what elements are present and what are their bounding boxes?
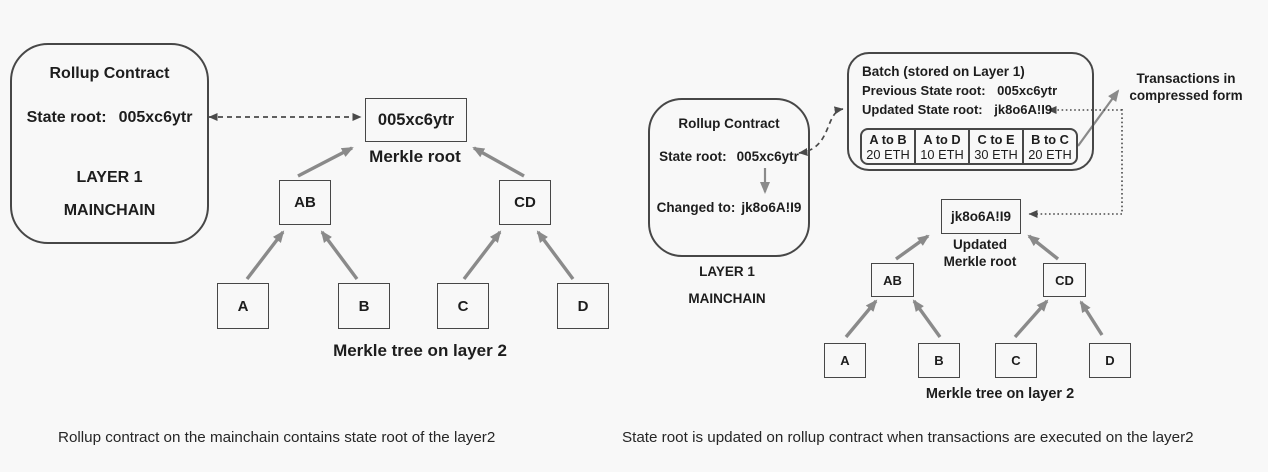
left-merkle-root-box: 005xc6ytr bbox=[365, 98, 467, 142]
updated-state-root-label: Updated State root: bbox=[862, 102, 983, 117]
arrow-right-a-to-ab bbox=[844, 299, 878, 339]
right-node-ab: AB bbox=[871, 263, 914, 297]
right-tree-caption: Merkle tree on layer 2 bbox=[925, 386, 1075, 402]
updated-label-line-1: Updated bbox=[953, 237, 1007, 252]
left-contract-title: Rollup Contract bbox=[49, 65, 170, 82]
right-bottom-caption: State root is updated on rollup contract… bbox=[622, 429, 1194, 446]
transaction-cell: C to E 30 ETH bbox=[968, 130, 1022, 163]
arrow-left-a-to-ab bbox=[245, 230, 285, 281]
left-merkle-root-label: Merkle root bbox=[369, 147, 461, 166]
changed-to-value: jk8o6A!I9 bbox=[741, 200, 802, 215]
left-node-b: B bbox=[338, 283, 390, 329]
arrow-left-b-to-ab bbox=[320, 230, 359, 281]
left-tree-caption: Merkle tree on layer 2 bbox=[333, 341, 507, 360]
left-node-a: A bbox=[217, 283, 269, 329]
transaction-amount: 20 ETH bbox=[1028, 146, 1072, 162]
transaction-pair: B to C bbox=[1031, 131, 1069, 147]
left-node-cd: CD bbox=[499, 180, 551, 225]
right-contract-state-root: State root: 005xc6ytr bbox=[650, 149, 808, 164]
arrow-right-c-to-cd bbox=[1013, 299, 1049, 339]
transaction-pair: A to B bbox=[869, 131, 907, 147]
compressed-transactions-note: Transactions in compressed form bbox=[1122, 70, 1250, 104]
batch-title: Batch (stored on Layer 1) bbox=[862, 64, 1025, 79]
transaction-cell: A to D 10 ETH bbox=[914, 130, 968, 163]
left-node-c: C bbox=[437, 283, 489, 329]
left-contract-state-root: State root: 005xc6ytr bbox=[12, 109, 207, 127]
right-layer-label: LAYER 1 bbox=[699, 264, 755, 279]
updated-label-line-2: Merkle root bbox=[943, 253, 1017, 269]
batch-box: Batch (stored on Layer 1) Previous State… bbox=[847, 52, 1094, 171]
arrow-right-b-to-ab bbox=[912, 299, 942, 338]
note-line-1: Transactions in bbox=[1136, 71, 1236, 86]
transaction-amount: 20 ETH bbox=[866, 146, 910, 162]
right-chain-label: MAINCHAIN bbox=[688, 291, 766, 306]
right-rollup-contract-box: Rollup Contract State root: 005xc6ytr Ch… bbox=[648, 98, 810, 257]
left-node-ab: AB bbox=[279, 180, 331, 225]
transaction-pair: C to E bbox=[977, 131, 1015, 147]
batch-updated-state-root: Updated State root: jk8o6A!I9 bbox=[862, 100, 1092, 119]
transaction-cell: A to B 20 ETH bbox=[862, 130, 914, 163]
transaction-pair: A to D bbox=[923, 131, 961, 147]
batch-previous-state-root: Previous State root: 005xc6ytr bbox=[862, 81, 1092, 100]
previous-state-root-value: 005xc6ytr bbox=[997, 83, 1058, 98]
previous-state-root-label: Previous State root: bbox=[862, 83, 986, 98]
arrow-left-cd-to-root bbox=[472, 146, 525, 178]
updated-merkle-root-box: jk8o6A!I9 bbox=[941, 199, 1021, 234]
right-node-d: D bbox=[1089, 343, 1131, 378]
right-node-c: C bbox=[995, 343, 1037, 378]
updated-merkle-root-label: Updated Merkle root bbox=[916, 237, 1044, 270]
right-contract-title: Rollup Contract bbox=[678, 116, 780, 131]
arrow-left-c-to-cd bbox=[462, 230, 502, 281]
left-chain-label: MAINCHAIN bbox=[63, 202, 156, 219]
state-root-value: 005xc6ytr bbox=[736, 149, 799, 164]
transaction-amount: 10 ETH bbox=[920, 146, 964, 162]
arrow-left-ab-to-root bbox=[297, 146, 354, 178]
state-root-value: 005xc6ytr bbox=[118, 109, 193, 126]
left-node-d: D bbox=[557, 283, 609, 329]
changed-to-label: Changed to: bbox=[656, 200, 736, 215]
left-bottom-caption: Rollup contract on the mainchain contain… bbox=[58, 429, 496, 446]
state-root-label: State root: bbox=[26, 109, 107, 126]
right-node-a: A bbox=[824, 343, 866, 378]
note-line-2: compressed form bbox=[1129, 88, 1243, 103]
left-rollup-contract-box: Rollup Contract State root: 005xc6ytr LA… bbox=[10, 43, 209, 244]
transaction-cell: B to C 20 ETH bbox=[1022, 130, 1076, 163]
arrow-right-d-to-cd bbox=[1079, 300, 1104, 336]
right-node-cd: CD bbox=[1043, 263, 1086, 297]
arrow-left-d-to-cd bbox=[536, 230, 575, 281]
transaction-amount: 30 ETH bbox=[974, 146, 1018, 162]
left-layer-label: LAYER 1 bbox=[76, 169, 143, 186]
state-root-label: State root: bbox=[659, 149, 727, 164]
right-contract-changed: Changed to: jk8o6A!I9 bbox=[650, 200, 808, 215]
transactions-table: A to B 20 ETH A to D 10 ETH C to E 30 ET… bbox=[860, 128, 1078, 165]
updated-state-root-value: jk8o6A!I9 bbox=[994, 102, 1053, 117]
right-node-b: B bbox=[918, 343, 960, 378]
